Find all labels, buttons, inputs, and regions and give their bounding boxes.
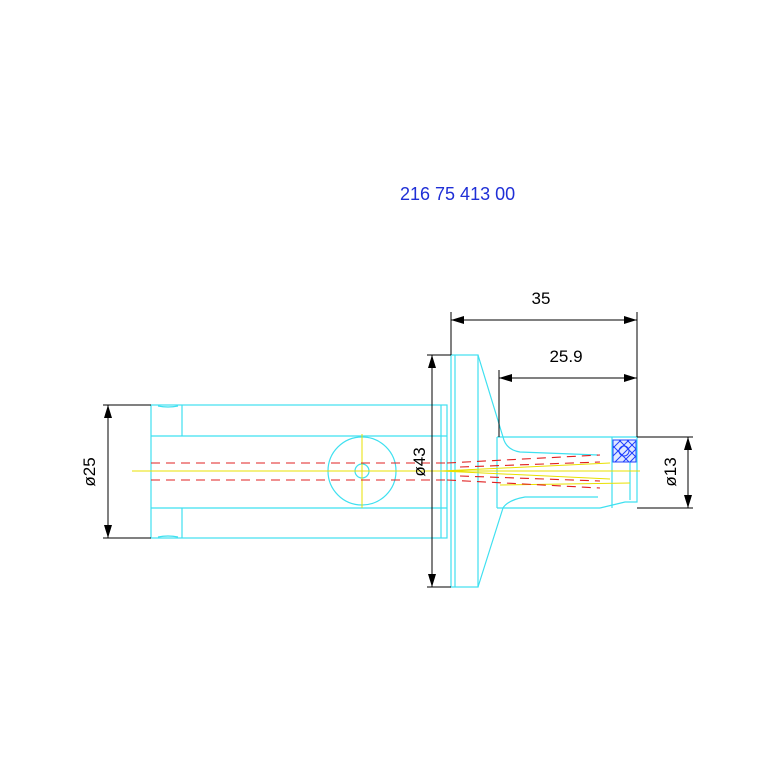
dimension-tip-diameter: ø13 [637,436,693,509]
tip-outline [477,354,638,588]
tip-diameter-label: ø13 [661,457,680,486]
seal-hatch [612,439,637,463]
hidden-lines [151,454,601,489]
part-number: 216 75 413 00 [400,184,515,204]
dimension-flange-diameter: ø43 [410,354,451,588]
body-diameter-label: ø25 [80,457,99,486]
tip-length-label: 25.9 [549,347,582,366]
dimension-tip-length: 25.9 [498,347,637,437]
flange-diameter-label: ø43 [410,447,429,476]
dimension-body-diameter: ø25 [80,404,151,539]
dimension-overall-length: 35 [450,289,638,437]
overall-length-label: 35 [532,289,551,308]
centerlines [132,462,640,486]
